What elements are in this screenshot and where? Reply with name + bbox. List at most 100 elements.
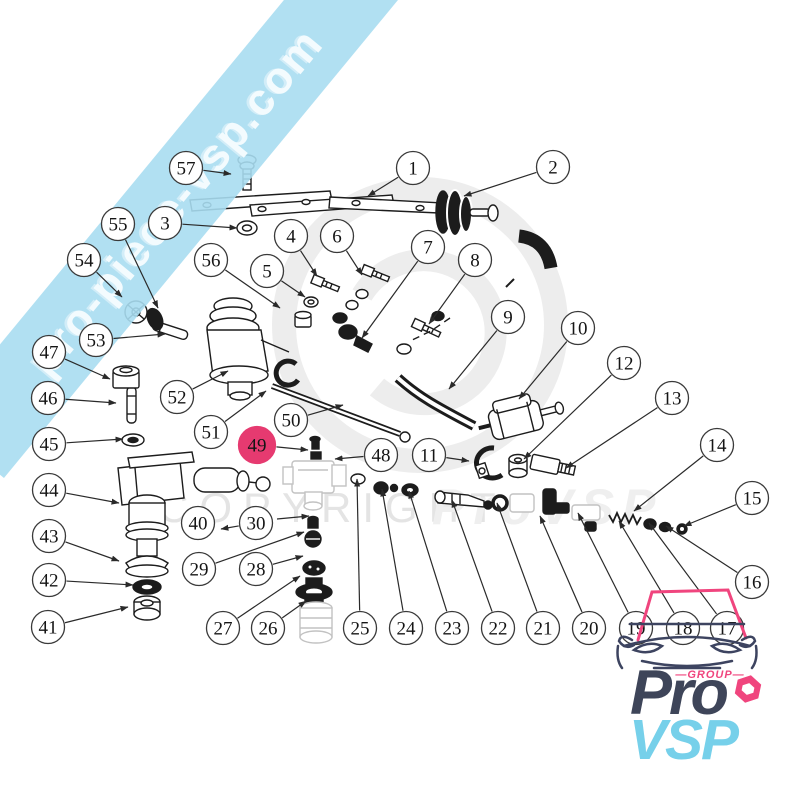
svg-text:51: 51	[202, 423, 221, 444]
svg-text:3: 3	[160, 214, 170, 235]
svg-text:4: 4	[286, 227, 296, 248]
callout-26: 26	[250, 610, 286, 646]
callout-3: 3	[147, 205, 183, 241]
callout-2: 2	[535, 149, 571, 185]
callout-arrow-11	[446, 456, 470, 463]
callout-arrow-10	[518, 341, 568, 400]
callout-arrow-55	[124, 239, 159, 309]
svg-text:21: 21	[534, 619, 553, 640]
part-linkage-rod	[189, 189, 499, 237]
svg-text:24: 24	[397, 619, 417, 640]
callout-arrow-16	[665, 525, 738, 573]
part-left-small-parts	[112, 300, 189, 447]
callout-arrow-42	[66, 580, 134, 588]
callout-arrow-48	[334, 455, 364, 462]
svg-text:26: 26	[259, 619, 278, 640]
part-curved-pipe	[394, 374, 477, 431]
callout-46: 46	[30, 380, 66, 416]
callout-arrow-12	[523, 374, 612, 460]
svg-text:15: 15	[743, 489, 762, 510]
callout-arrow-7	[361, 260, 419, 339]
callout-49-highlighted[interactable]: 49	[237, 425, 277, 465]
callout-50: 50	[273, 402, 309, 438]
callout-13: 13	[654, 380, 690, 416]
svg-text:46: 46	[39, 389, 58, 410]
callout-42: 42	[31, 562, 67, 598]
part-valve-stack	[295, 515, 333, 644]
callout-arrow-56	[225, 269, 281, 309]
callout-arrow-47	[64, 358, 111, 380]
callout-8: 8	[457, 242, 493, 278]
logo-group-label: —GROUP—	[675, 669, 745, 681]
callout-21: 21	[525, 610, 561, 646]
part-grommet	[508, 453, 528, 479]
callout-arrow-15	[683, 504, 737, 527]
callout-10: 10	[560, 310, 596, 346]
callout-24: 24	[388, 610, 424, 646]
svg-text:7: 7	[423, 238, 433, 259]
svg-text:55: 55	[109, 215, 128, 236]
callout-arrow-51	[224, 390, 267, 423]
callout-arrow-8	[428, 273, 466, 325]
callout-arrow-25	[354, 478, 361, 611]
callout-arrow-22	[451, 499, 493, 612]
callout-arrow-6	[345, 250, 363, 276]
callout-15: 15	[734, 480, 770, 516]
callout-45: 45	[31, 426, 67, 462]
callout-arrow-2	[463, 171, 537, 197]
callout-arrow-14	[633, 455, 704, 512]
callout-arrow-19	[577, 512, 629, 613]
callout-5: 5	[249, 253, 285, 289]
svg-text:11: 11	[420, 446, 438, 467]
callout-arrow-20	[539, 515, 583, 613]
callout-44: 44	[31, 472, 67, 508]
callout-arrow-52	[192, 370, 229, 390]
callout-arrow-24	[380, 488, 404, 611]
svg-text:48: 48	[372, 446, 391, 467]
callout-arrow-49	[276, 446, 309, 453]
svg-text:12: 12	[615, 354, 634, 375]
svg-text:1: 1	[408, 159, 418, 180]
callout-arrow-21	[496, 502, 538, 612]
callout-11: 11	[411, 437, 447, 473]
svg-text:47: 47	[40, 343, 59, 364]
svg-text:44: 44	[40, 481, 60, 502]
callout-9: 9	[490, 299, 526, 335]
callout-arrow-30	[220, 524, 239, 531]
part-ring	[236, 220, 258, 236]
part-operating-rod	[270, 383, 411, 443]
svg-text:20: 20	[580, 619, 599, 640]
callout-arrow-3	[182, 223, 238, 231]
callout-arrow-44	[66, 492, 120, 505]
callout-23: 23	[434, 610, 470, 646]
svg-text:57: 57	[177, 159, 196, 180]
part-right-row	[350, 473, 688, 535]
callout-55: 55	[100, 206, 136, 242]
callout-52: 52	[159, 379, 195, 415]
callout-6: 6	[319, 218, 355, 254]
callout-arrow-53	[113, 331, 166, 340]
callout-arrow-17	[648, 522, 718, 615]
callout-51: 51	[193, 414, 229, 450]
callout-arrow-1	[367, 176, 399, 197]
svg-text:54: 54	[75, 251, 95, 272]
callout-20: 20	[571, 610, 607, 646]
callout-arrow-5	[281, 280, 306, 298]
svg-text:16: 16	[743, 573, 762, 594]
callout-56: 56	[193, 242, 229, 278]
part-fuel-pump	[117, 451, 271, 621]
svg-text:6: 6	[332, 227, 342, 248]
hex-nut-icon	[734, 675, 762, 703]
svg-text:5: 5	[262, 262, 272, 283]
svg-text:13: 13	[663, 389, 682, 410]
logo-brand-top: Pro	[629, 658, 729, 728]
part-regulator	[282, 435, 347, 511]
callout-53: 53	[78, 322, 114, 358]
callout-arrow-57	[203, 169, 232, 176]
callout-arrow-9	[448, 330, 498, 390]
svg-text:52: 52	[168, 388, 187, 409]
callout-arrow-43	[65, 541, 120, 562]
logo-brand-bottom: VSP	[628, 708, 739, 772]
